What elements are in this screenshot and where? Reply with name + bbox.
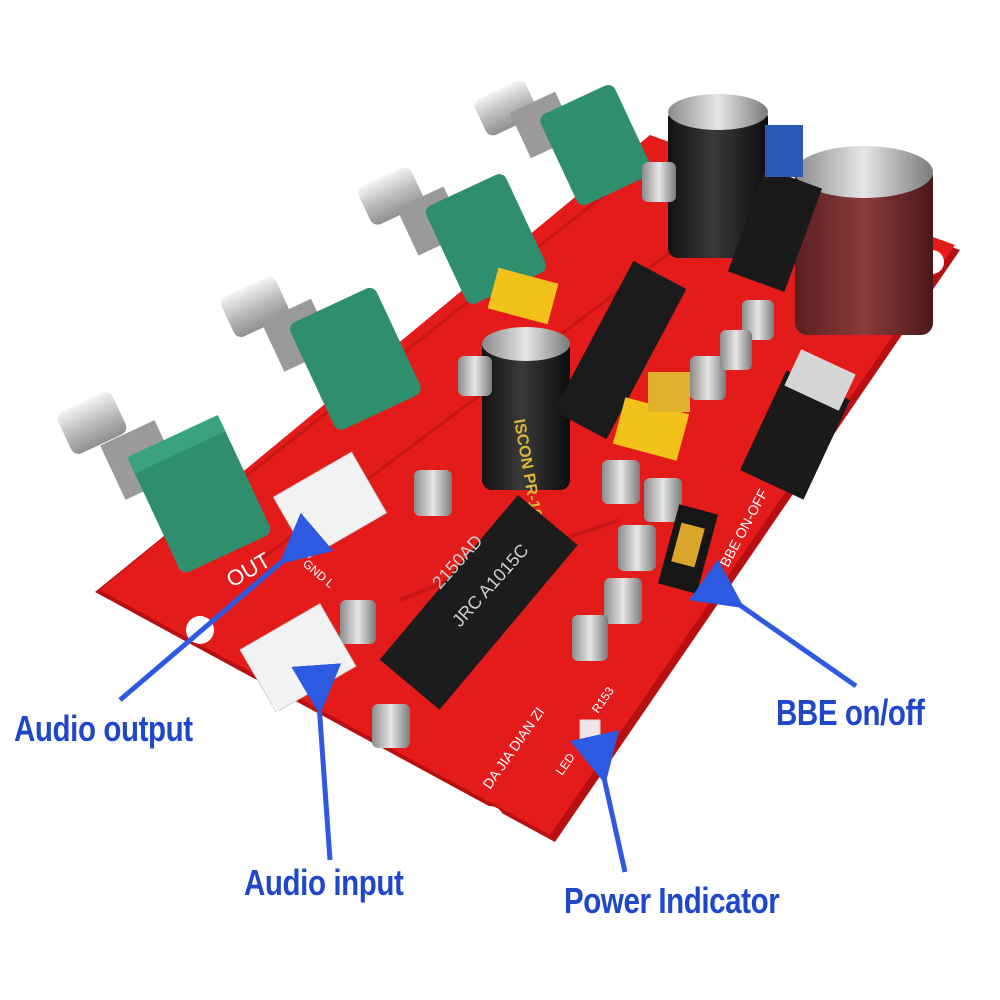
- arrow-power-indicator: [570, 730, 628, 873]
- film-capacitor: [648, 372, 690, 412]
- power-led: [579, 719, 601, 747]
- callout-audio-input: Audio input: [244, 862, 404, 903]
- electrolytic-capacitor: ISCON PR-105°C: [482, 327, 570, 547]
- electrolytic-capacitor: [795, 146, 933, 335]
- trimmer-resistor: [765, 125, 803, 177]
- film-capacitor: [487, 267, 559, 325]
- voltage-regulator: [740, 349, 856, 500]
- potentiometer: [221, 277, 421, 430]
- potentiometer: [358, 167, 547, 304]
- jumper-cap-pins: [671, 522, 705, 568]
- arrow-bbe: [689, 559, 858, 689]
- callout-audio-output: Audio output: [14, 708, 193, 749]
- ic-chip-upper: [553, 260, 687, 440]
- arrow-audio-output: [118, 512, 334, 702]
- arrow-audio-input: [291, 663, 342, 861]
- small-capacitor: [340, 162, 774, 748]
- mount-hole: [476, 806, 504, 834]
- potentiometer: [474, 80, 652, 206]
- voltage-regulator: [727, 168, 823, 292]
- potentiometer: [57, 392, 271, 573]
- callout-power-indicator: Power Indicator: [564, 880, 780, 921]
- callout-bbe-toggle: BBE on/off: [776, 692, 925, 733]
- electrolytic-capacitor: [668, 94, 768, 258]
- film-capacitor: [612, 397, 690, 461]
